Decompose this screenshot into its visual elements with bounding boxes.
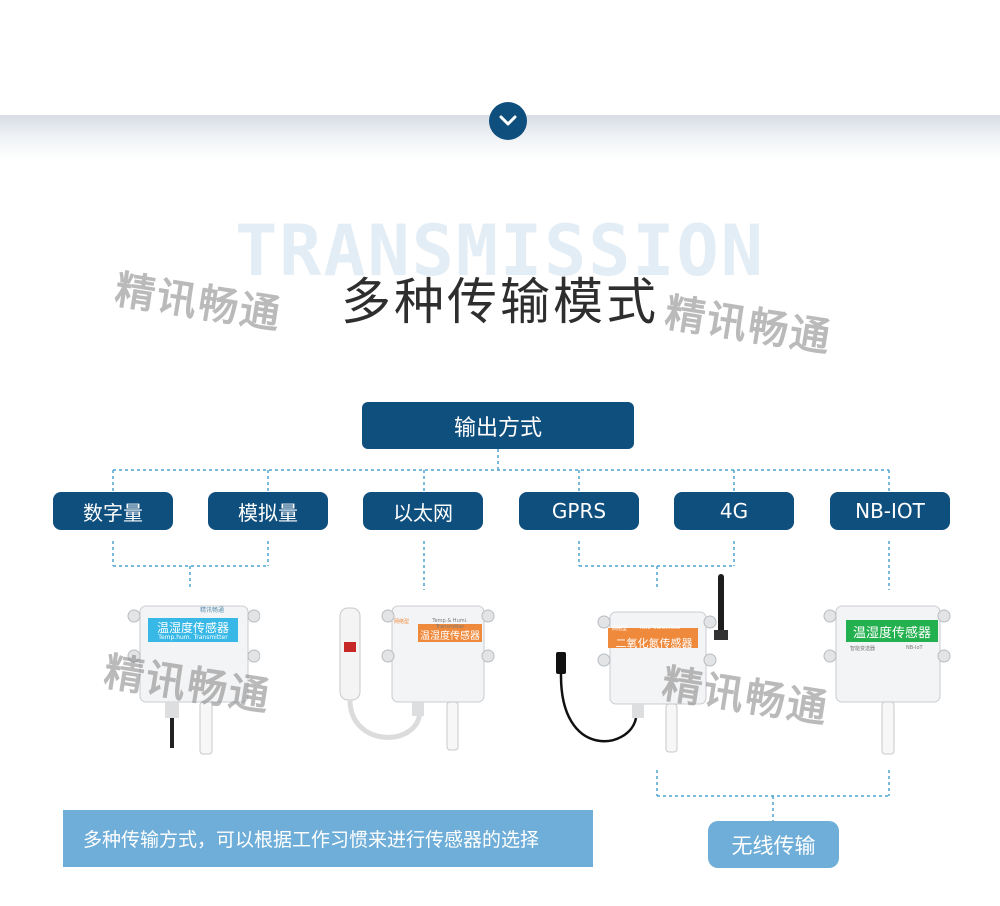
device-3-label: 二氧化氮传感器: [615, 637, 693, 650]
device-4-label: 温湿度传感器: [852, 626, 931, 641]
method-digital[interactable]: 数字量: [53, 492, 173, 530]
wireless-transmission-label: 无线传输: [708, 821, 839, 868]
method-gprs[interactable]: GPRS: [519, 492, 639, 530]
method-4g[interactable]: 4G: [674, 492, 794, 530]
device-4-badge: 智能变送器: [850, 646, 876, 652]
output-method-label: 输出方式: [362, 402, 634, 449]
device-temp-humidity-ethernet: [339, 605, 495, 751]
device-2-sub: Temp.& Humi. Transmitter: [432, 618, 468, 630]
device-1-label: 温湿度传感器: [156, 621, 229, 635]
device-2-badge: 网络型: [394, 619, 410, 625]
device-temp-humidity-nbiot: [823, 605, 951, 755]
method-nb-iot[interactable]: NB-IOT: [830, 492, 950, 530]
device-2-label: 温湿度传感器: [420, 631, 480, 642]
device-3-sub: NO2 Transmitter: [640, 625, 681, 631]
device-no2-gprs: [556, 574, 728, 753]
background-word: TRANSMISSION: [235, 210, 765, 292]
page-title: 多种传输模式: [341, 273, 659, 331]
method-ethernet[interactable]: 以太网: [363, 492, 483, 530]
caption-banner: 多种传输方式，可以根据工作习惯来进行传感器的选择: [63, 810, 593, 867]
chevron-down-icon[interactable]: [489, 102, 527, 140]
device-3-badge: 网络型: [612, 626, 628, 632]
device-4-sub: NB-IoT: [906, 645, 923, 651]
device-1-sub: Temp.hum. Transmitter: [158, 634, 228, 641]
device-temp-humidity-digital: [127, 605, 260, 755]
device-1-badge: 精讯畅通: [200, 607, 225, 614]
method-analog[interactable]: 模拟量: [208, 492, 328, 530]
